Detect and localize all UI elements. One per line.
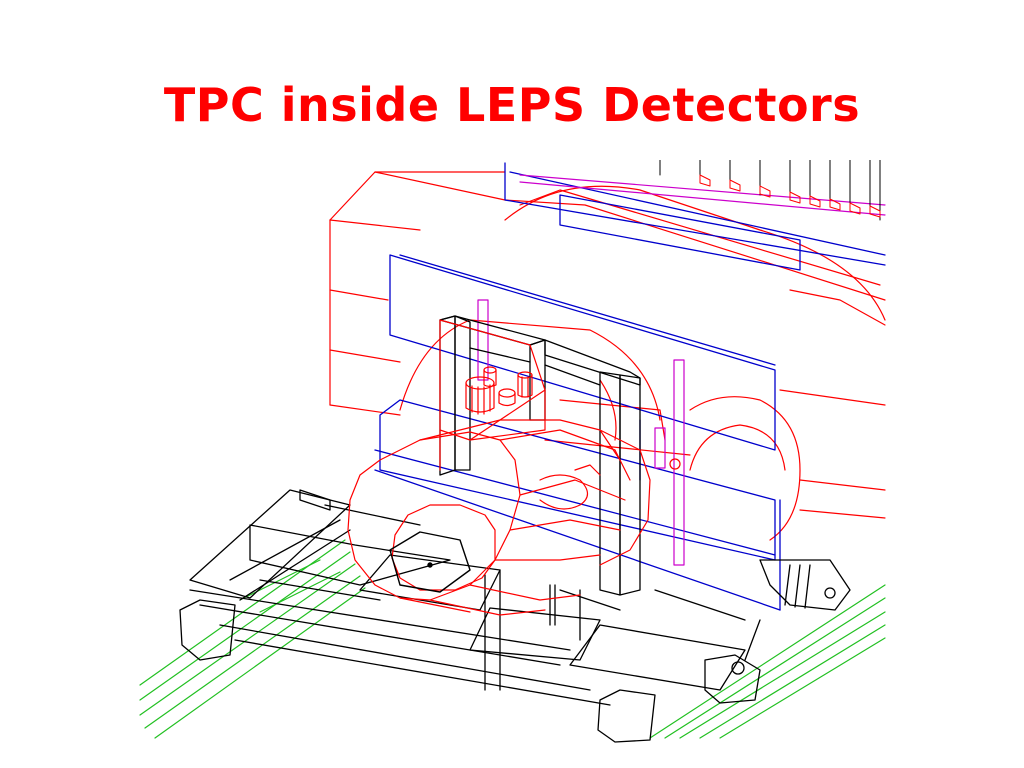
rail-tracks xyxy=(139,539,886,739)
gantry-frame xyxy=(439,315,851,611)
tpc-cylinder xyxy=(347,319,651,616)
drift-chambers xyxy=(374,162,886,611)
hexagon-target xyxy=(389,531,471,593)
top-comb-cells xyxy=(699,174,881,218)
slide-title: TPC inside LEPS Detectors xyxy=(163,78,861,132)
tpc-leps-wireframe xyxy=(139,160,886,743)
magnet-yoke xyxy=(329,171,886,541)
pad-rods xyxy=(477,174,886,566)
